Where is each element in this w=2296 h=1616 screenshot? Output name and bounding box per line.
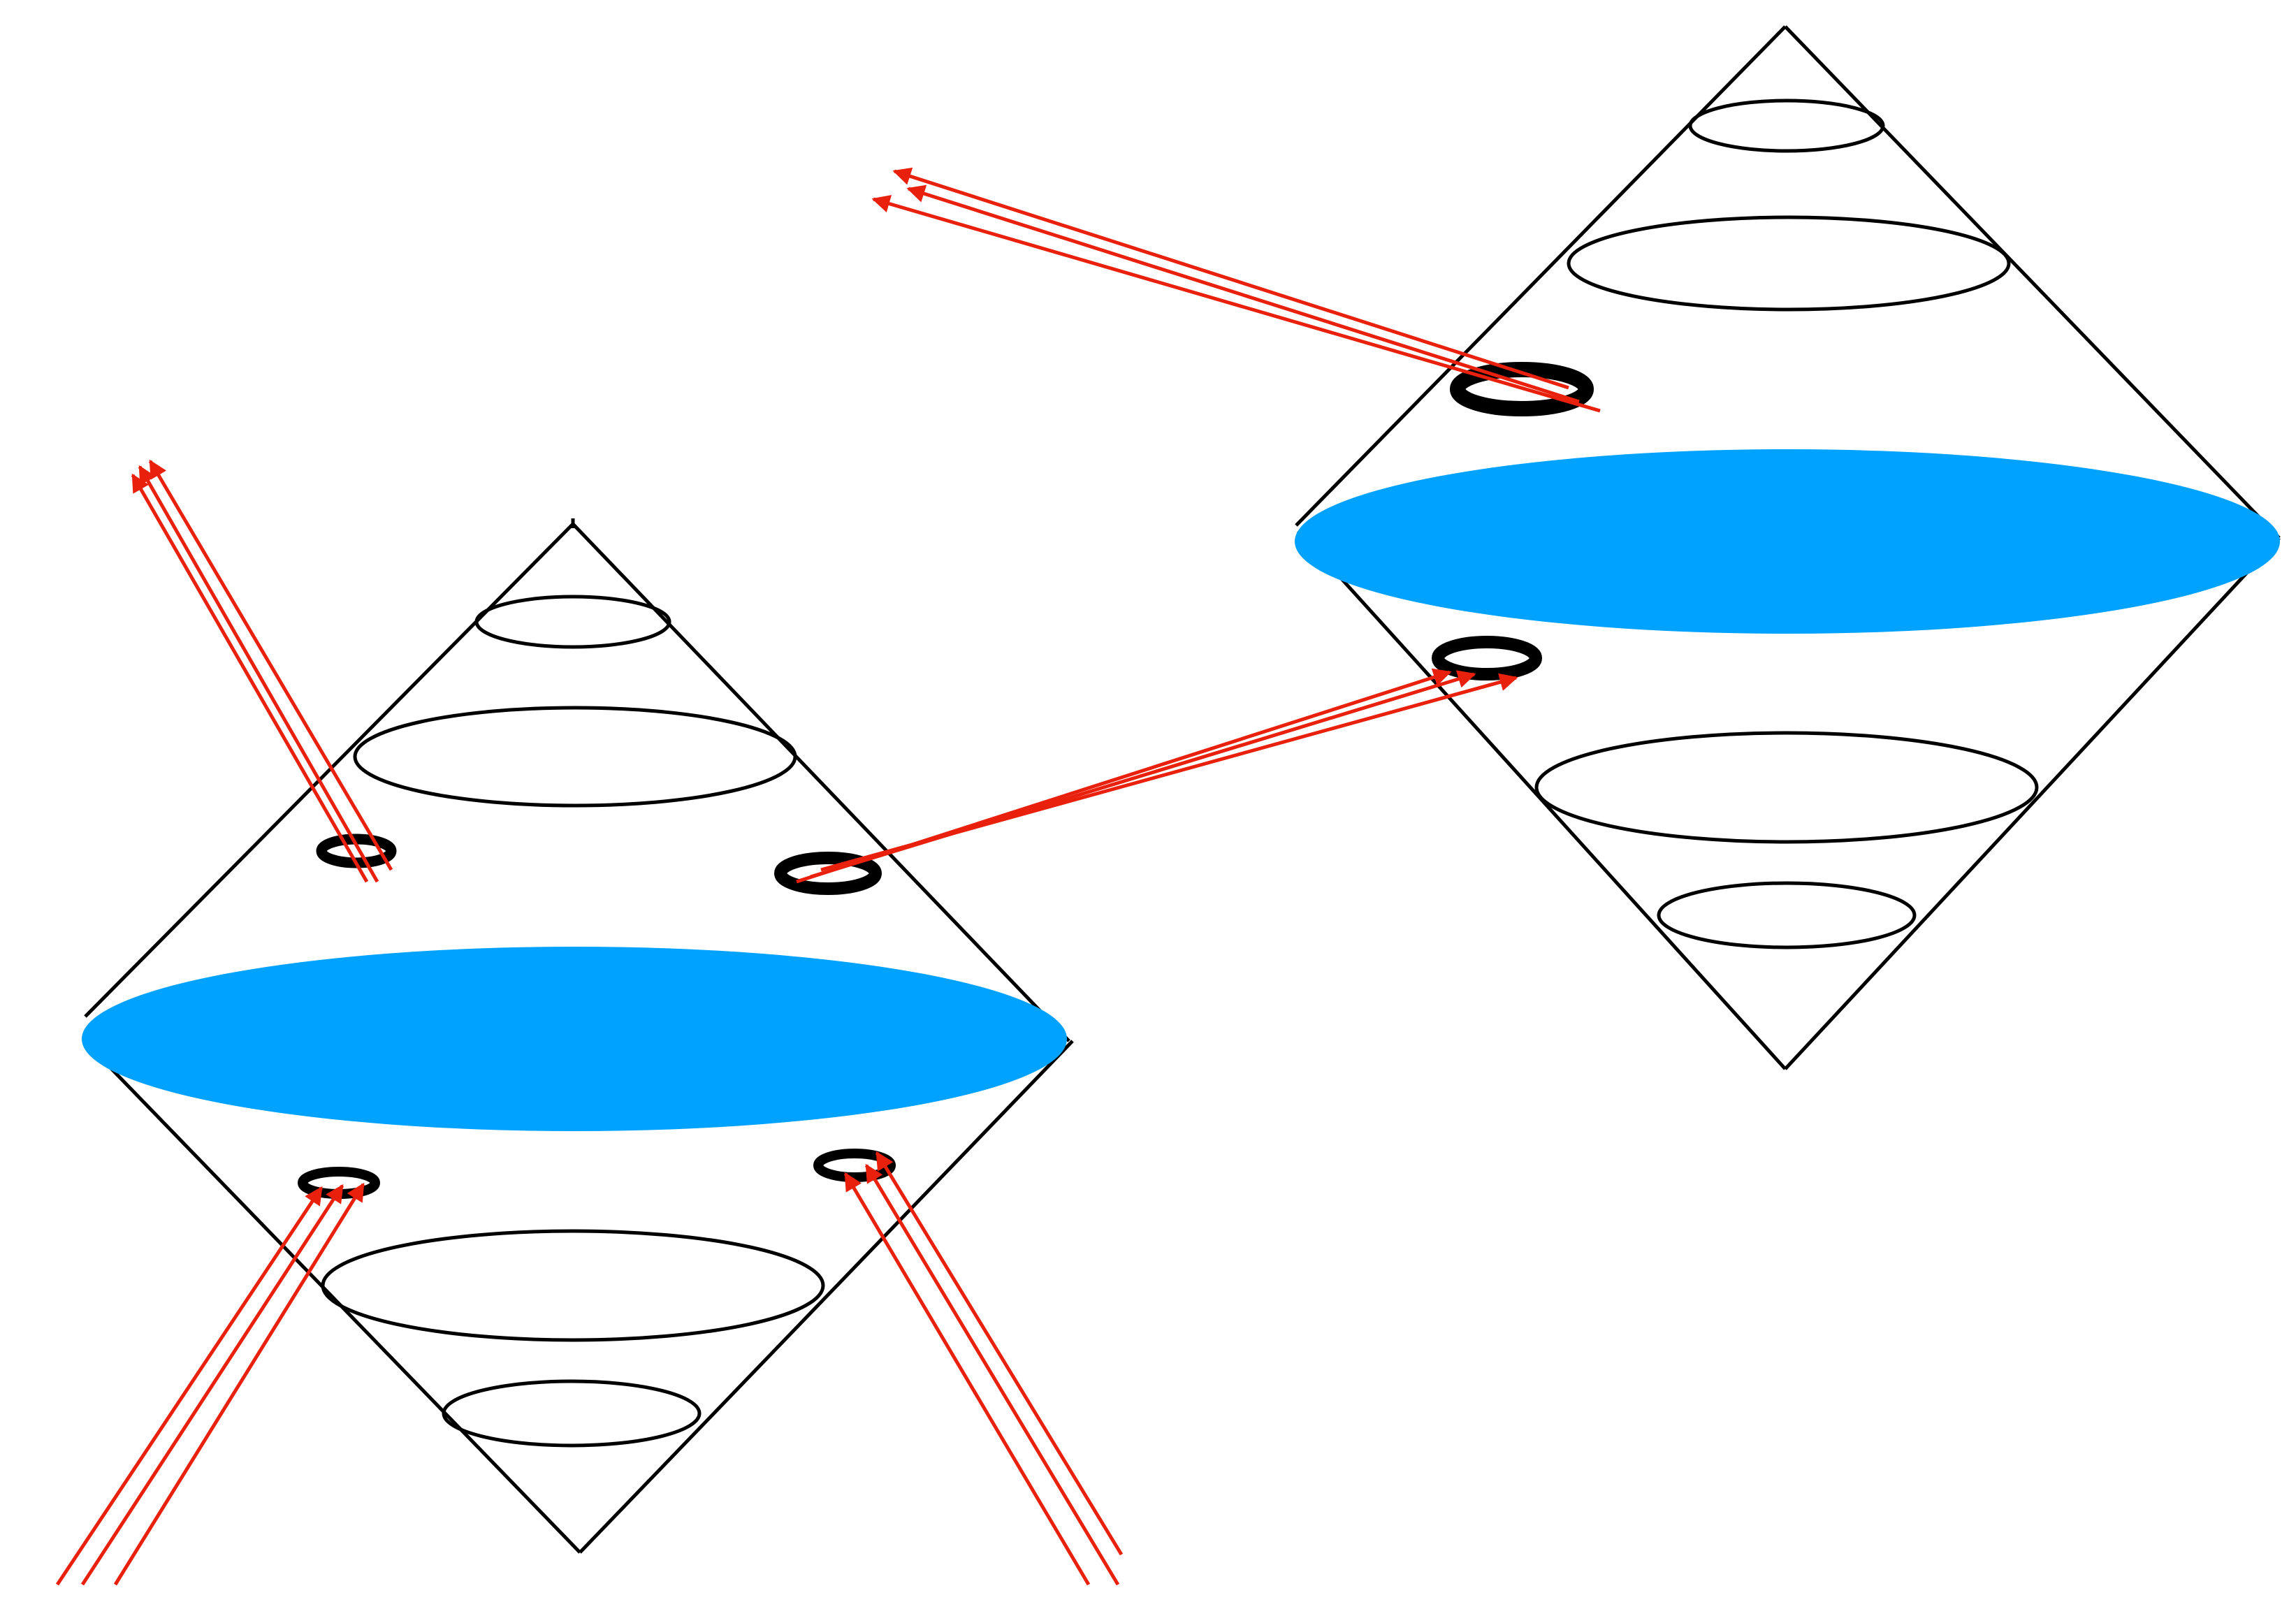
left-blue-disk	[82, 947, 1067, 1131]
left-cone-lower-large-slice	[321, 1229, 825, 1342]
left-double-cone	[84, 518, 1074, 1554]
ring-left-upper-b	[774, 852, 882, 895]
ring-right-lower	[1432, 636, 1542, 680]
right-cone-upper-small-slice	[1688, 99, 1885, 153]
ray-bundle-right-leftward	[871, 167, 1601, 413]
ray-bundle-left-upward	[131, 459, 393, 883]
right-cone-lower-large-slice	[1534, 731, 2039, 844]
left-cone-upper-small-slice	[474, 595, 671, 649]
ray-bundle-cross	[796, 668, 1518, 884]
right-double-cone	[1295, 25, 2281, 1070]
ray-bundle-incoming-right	[843, 1151, 1124, 1586]
left-cone-upper-left-side	[84, 523, 574, 1018]
rings	[298, 362, 1594, 1199]
right-cone-upper-large-slice	[1567, 215, 2011, 312]
left-cone-lower-small-slice	[442, 1379, 702, 1448]
left-cone-lower-right-side	[579, 1040, 1074, 1554]
ray-bundle-incoming-left	[55, 1182, 365, 1586]
right-cone-lower-small-slice	[1657, 881, 1917, 949]
left-cone-upper-large-slice	[353, 706, 797, 808]
right-cone-upper-left-side	[1295, 25, 1787, 527]
ring-right-upper	[1450, 362, 1594, 416]
ray-bundles	[55, 167, 1601, 1586]
right-cone-lower-right-side	[1784, 537, 2281, 1070]
right-blue-disk	[1295, 449, 2280, 634]
